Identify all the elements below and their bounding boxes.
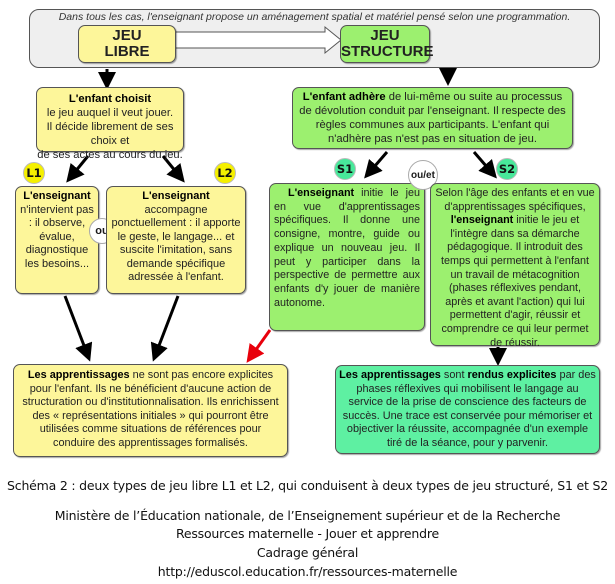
s2-text: initie le jeu et l'intègre dans sa démar… <box>441 214 589 349</box>
libre-outcome-box: Les apprentissages ne sont pas encore ex… <box>13 364 288 457</box>
jeu-structure-line2: STRUCTURE <box>341 43 434 60</box>
l1-badge: L1 <box>23 162 45 184</box>
l2-box: L'enseignant accompagne ponctuellement :… <box>106 186 246 294</box>
structure-outcome-bold1: Les apprentissages <box>339 369 441 381</box>
s2-bold: l'enseignant <box>450 214 514 227</box>
jeu-libre-box: JEU LIBRE <box>78 25 176 63</box>
s2-box: Selon l'âge des enfants et en vue d'appr… <box>430 183 600 349</box>
structure-outcome-box: Les apprentissages sont rendus explicite… <box>335 365 600 454</box>
arrow-to-s1 <box>364 151 389 179</box>
structure-outcome-mid: sont <box>440 369 468 381</box>
l1-box: L'enseignant n'intervient pas : il obser… <box>15 186 99 294</box>
child-chooses-line2: Il décide librement de ses choix et <box>46 121 174 147</box>
libre-outcome-text: ne sont pas encore explicites pour l'enf… <box>22 369 279 449</box>
s1-bold: L'enseignant <box>288 187 355 199</box>
jeu-libre-line2: LIBRE <box>104 43 150 60</box>
ou-et-connector: ou/et <box>408 160 438 190</box>
l1-text: n'intervient pas : il observe, évalue, d… <box>20 203 94 270</box>
arrow-to-l1 <box>66 155 90 183</box>
child-adheres-box: L'enfant adhère de lui-même ou suite au … <box>292 87 573 149</box>
jeu-structure-box: JEU STRUCTURE <box>340 25 434 63</box>
child-chooses-line3: de ses actes au cours du jeu. <box>37 149 183 161</box>
schema-caption: Schéma 2 : deux types de jeu libre L1 et… <box>7 478 608 493</box>
s2-badge: S2 <box>496 158 518 180</box>
arrow-to-l2 <box>161 155 185 183</box>
child-adheres-text: de lui-même ou suite au processus de dév… <box>299 91 566 145</box>
hollow-arrow-libre-to-structure <box>149 25 342 55</box>
frame-note: Dans tous les cas, l'enseignant propose … <box>58 11 571 23</box>
libre-outcome-bold: Les apprentissages <box>27 369 130 381</box>
arrow-l1-to-outcome <box>63 295 93 362</box>
child-adheres-bold: L'enfant adhère <box>302 91 386 103</box>
arrow-l2-to-outcome <box>150 295 180 362</box>
section-line: Cadrage général <box>256 545 359 560</box>
structure-outcome-text: par des phases réflexives qui mobilisent… <box>342 369 596 449</box>
l2-bold: L'enseignant <box>142 190 210 202</box>
child-chooses-line1: le jeu auquel il veut jouer. <box>46 107 174 119</box>
s1-text: initie le jeu en vue d'apprentissages sp… <box>274 187 420 309</box>
ministry-line: Ministère de l’Éducation nationale, de l… <box>54 508 561 523</box>
child-chooses-box: L'enfant choisit le jeu auquel il veut j… <box>36 87 184 161</box>
s1-badge: S1 <box>334 158 356 180</box>
l2-text: accompagne ponctuellement : il apporte l… <box>111 203 241 284</box>
l1-bold: L'enseignant <box>23 190 91 202</box>
resource-line: Ressources maternelle - Jouer et apprend… <box>175 526 440 541</box>
structure-outcome-bold2: rendus explicites <box>467 369 557 381</box>
s2-pre: Selon l'âge des enfants et en vue d'appr… <box>435 187 595 213</box>
child-chooses-title: L'enfant choisit <box>68 93 152 105</box>
jeu-structure-line1: JEU <box>370 27 400 44</box>
arrow-to-s2 <box>472 151 497 179</box>
url-line[interactable]: http://eduscol.education.fr/ressources-m… <box>157 564 458 579</box>
l2-badge: L2 <box>214 162 236 184</box>
jeu-libre-line1: JEU <box>112 27 142 44</box>
arrows-layer <box>63 25 507 366</box>
arrow-s1-to-outcome-red <box>246 329 272 363</box>
s1-box: L'enseignant initie le jeu en vue d'appr… <box>269 183 425 331</box>
